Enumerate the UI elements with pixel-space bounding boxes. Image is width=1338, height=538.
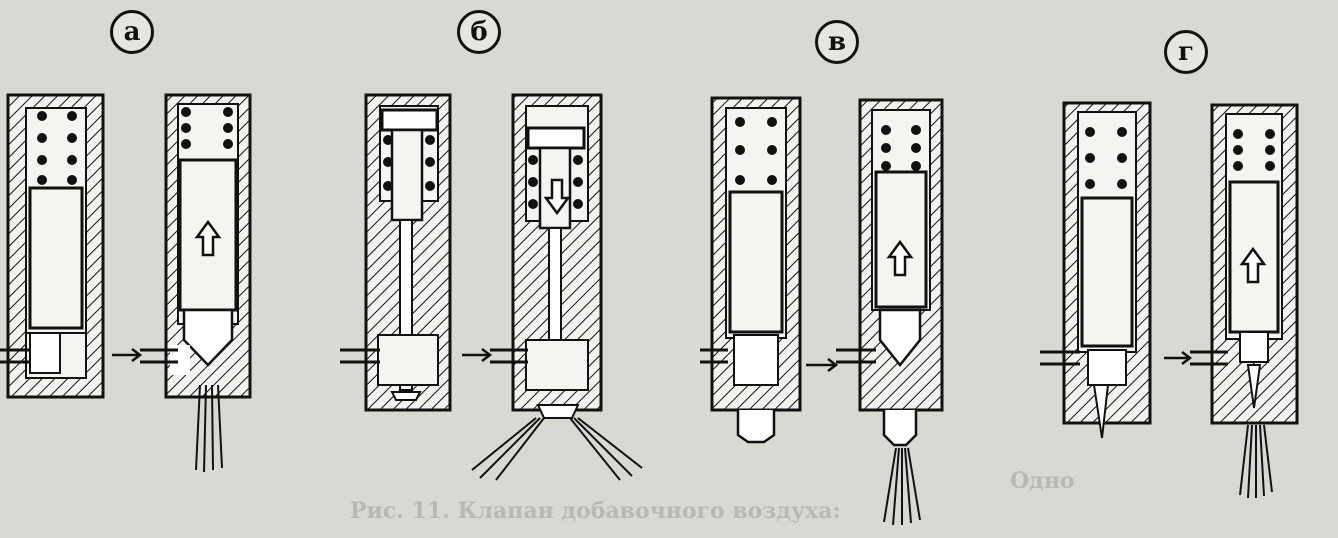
valve-a-closed <box>0 93 105 399</box>
bleed-caption: Рис. 11. Клапан добавочного воздуха: <box>350 498 841 524</box>
label-b: б <box>457 10 501 54</box>
valve-b-closed <box>340 93 452 412</box>
group-g <box>1040 101 1299 499</box>
bleed-word: Одно <box>1010 468 1075 494</box>
label-a: а <box>110 10 154 54</box>
group-b <box>340 93 643 481</box>
label-v: в <box>815 20 859 64</box>
valve-v-open <box>806 98 944 526</box>
valve-b-open <box>462 93 643 481</box>
group-v <box>700 96 944 526</box>
group-a <box>0 93 252 473</box>
label-g: г <box>1164 30 1208 74</box>
valve-g-closed <box>1040 101 1152 439</box>
valve-g-open <box>1164 103 1299 499</box>
valve-a-open <box>112 93 252 473</box>
valve-v-closed <box>700 96 802 444</box>
